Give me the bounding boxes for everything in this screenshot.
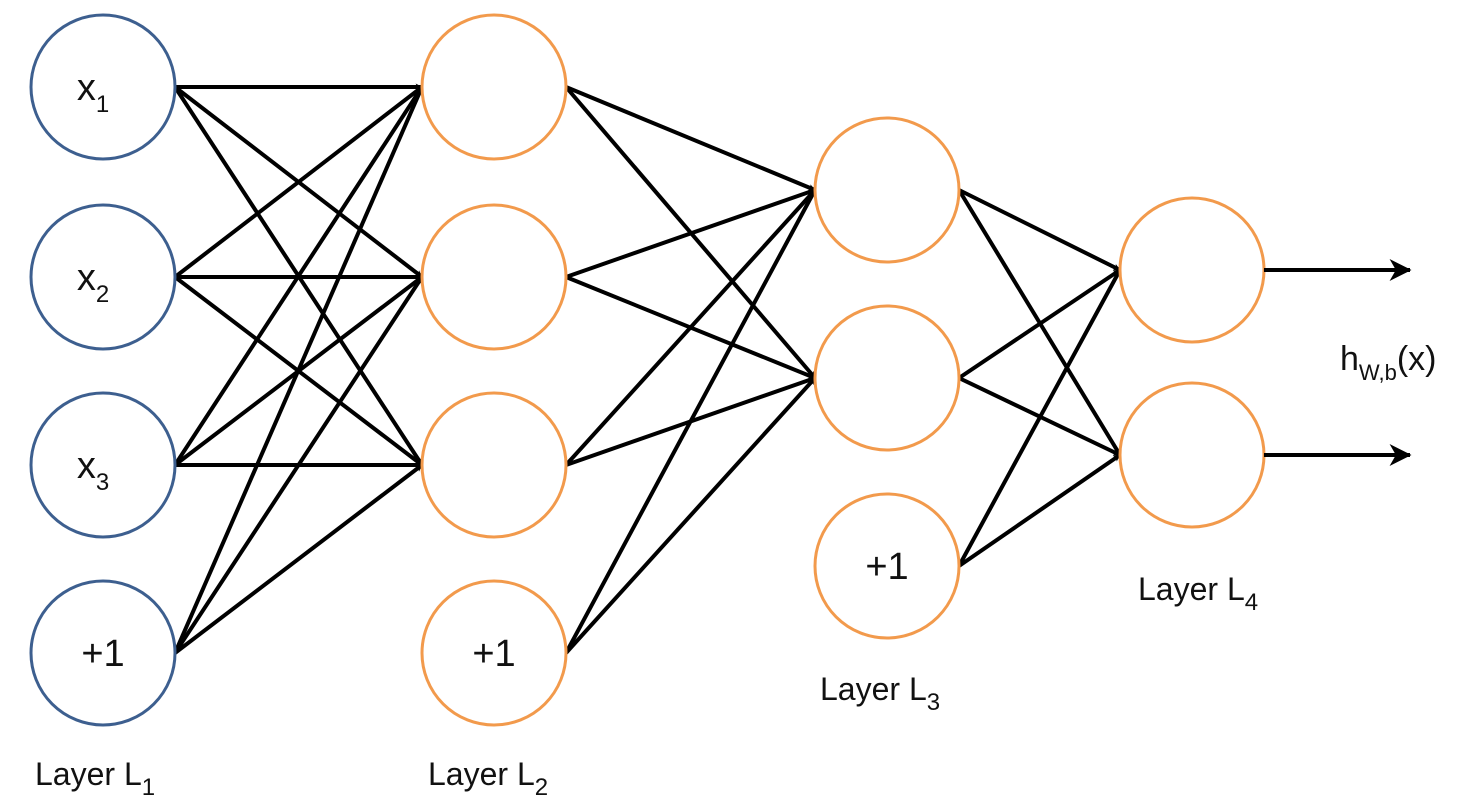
neuron-circle [813,116,961,264]
neuron-circle [420,203,568,351]
edge-l3n2-l4n1 [957,268,1122,380]
neuron-l4-1 [1118,196,1266,344]
edge-l2n1-l3n1 [565,85,816,192]
edge-l1n4-l2n2 [173,275,424,655]
neuron-label-main: x [77,67,96,109]
neuron-l1-2: x2 [29,203,177,351]
edge-l1n2-l2n1 [173,85,424,279]
edge-l2n4-l3n1 [564,189,817,654]
neuron-label-sub: 1 [96,91,109,118]
neuron-l1-1: x1 [29,13,177,161]
neuron-l2-2 [420,203,568,351]
output-group: hW,b(x) [1264,259,1436,466]
neuron-label-main: x [77,257,96,299]
neuron-circle [29,13,177,161]
output-label: hW,b(x) [1340,340,1436,385]
neuron-l2-3 [420,391,568,539]
neuron-l3-2 [813,304,961,452]
layer-label-main: Layer L [428,756,535,792]
edge-l2n3-l3n1 [564,188,817,467]
layer-label-sub: 3 [927,689,940,716]
neuron-l4-2 [1118,381,1266,529]
layer-label-main: Layer L [1138,571,1245,607]
neuron-circle [1118,381,1266,529]
edges-group [173,83,1122,655]
neuron-label: x2 [77,257,109,308]
neuron-label: x3 [77,445,109,496]
neuron-circle [420,579,568,727]
bias-node-l2: +1 [420,579,568,727]
layer-label-l4: Layer L4 [1138,571,1258,616]
edge-l3n1-l4n1 [958,188,1121,272]
layer-label-sub: 4 [1245,589,1258,616]
neuron-label: +1 [865,546,908,588]
neuron-label-main: +1 [472,633,515,675]
edge-l1n3-l2n1 [173,85,424,467]
neuron-circle [29,203,177,351]
neuron-circle [813,492,961,640]
layer-label-l2: Layer L2 [428,756,548,801]
edge-l2n2-l3n1 [565,188,816,279]
neuron-label: +1 [472,633,515,675]
edge-l1n4-l2n3 [173,463,424,655]
neuron-label-main: +1 [81,633,124,675]
neuron-l3-1 [813,116,961,264]
neuron-label-sub: 3 [96,469,109,496]
bias-node-l3: +1 [813,492,961,640]
neuron-circle [29,391,177,539]
neuron-circle [1118,196,1266,344]
neuron-l2-1 [420,13,568,161]
layer-label-sub: 1 [142,774,155,801]
edge-l3n3-l4n1 [957,269,1122,567]
neuron-l1-3: x3 [29,391,177,539]
layer-label-l3: Layer L3 [820,671,940,716]
layer-label-main: Layer L [820,671,927,707]
edge-l2n4-l3n2 [564,376,817,655]
neuron-label-main: +1 [865,546,908,588]
edge-l1n4-l2n1 [173,86,424,654]
layer-label-l1: Layer L1 [35,756,155,801]
neuron-circle [420,13,568,161]
neuron-label-main: x [77,445,96,487]
edge-l3n3-l4n2 [957,453,1122,568]
layer-label-main: Layer L [35,756,142,792]
bias-node-l1: +1 [29,579,177,727]
neuron-circle [420,391,568,539]
neuron-circle [29,579,177,727]
neuron-label-sub: 2 [96,281,109,308]
layer-label-sub: 2 [535,774,548,801]
neuron-circle [813,304,961,452]
neuron-label: +1 [81,633,124,675]
neuron-label: x1 [77,67,109,118]
